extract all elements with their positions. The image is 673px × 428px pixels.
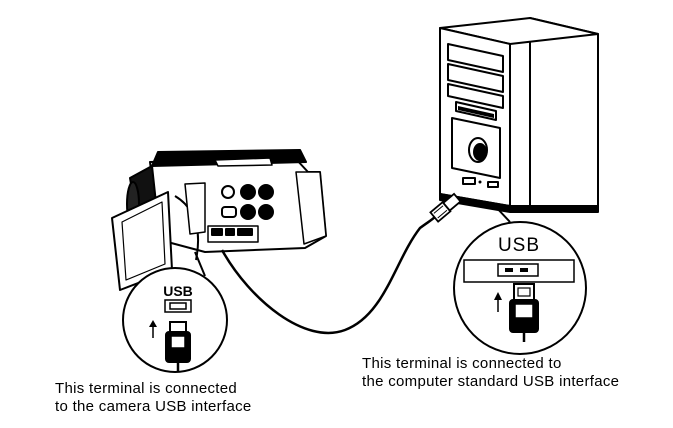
- computer-caption-line2: the computer standard USB interface: [362, 373, 620, 390]
- camera-caption-line1: This terminal is connected: [55, 380, 238, 397]
- mini-usb-plug-icon: [165, 321, 191, 372]
- arrow-up-icon: [149, 320, 157, 338]
- usb-port-icon: [463, 259, 575, 283]
- computer-port-label: USB: [498, 235, 540, 256]
- camcorder-icon: [111, 149, 327, 291]
- camera-callout: [122, 251, 228, 373]
- usb-cable-icon: [220, 192, 462, 335]
- computer-caption: This terminal is connected to the comput…: [362, 355, 619, 391]
- arrow-up-icon: [494, 292, 502, 312]
- usb-a-plug-icon: [429, 192, 462, 223]
- camera-port-label: USB: [163, 283, 193, 299]
- camera-caption: This terminal is connected to the camera…: [55, 380, 252, 416]
- camera-caption-line2: to the camera USB interface: [55, 398, 252, 415]
- usb-a-plug-icon: [509, 283, 539, 342]
- usb-port-icon: [164, 299, 192, 313]
- computer-callout: [453, 205, 587, 355]
- computer-caption-line1: This terminal is connected to: [362, 355, 562, 372]
- desktop-tower-icon: [439, 17, 599, 213]
